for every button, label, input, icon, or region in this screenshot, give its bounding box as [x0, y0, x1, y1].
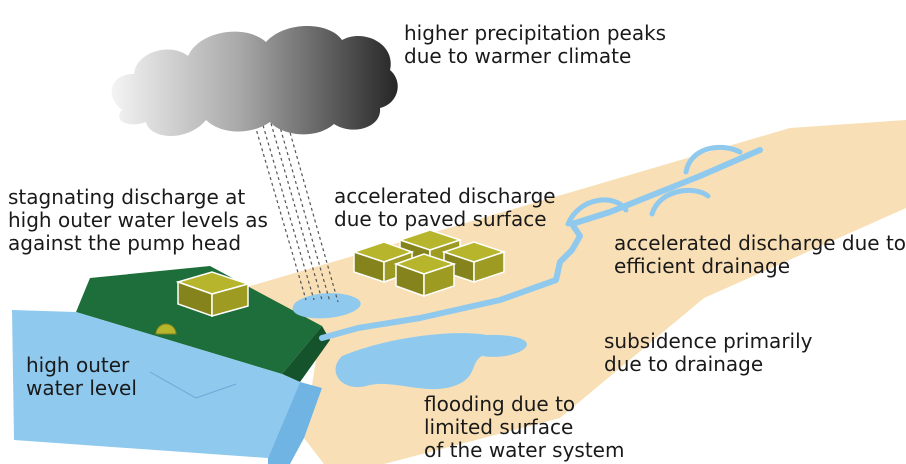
paved-building-front	[393, 253, 457, 298]
label-line: accelerated discharge	[334, 184, 556, 208]
ditch-arc-1	[565, 197, 629, 227]
label-precipitation-peaks: higher precipitation peaks due to warmer…	[404, 22, 666, 68]
label-subsidence: subsidence primarily due to drainage	[604, 330, 813, 376]
ditch-arc-2	[649, 187, 711, 217]
ditch-arc-3	[683, 144, 743, 175]
label-outer-water-level: high outer water level	[26, 354, 137, 400]
label-line: against the pump head	[8, 231, 242, 255]
rain-streaks	[249, 103, 339, 303]
label-line: due to warmer climate	[404, 44, 632, 68]
label-paved-surface: accelerated discharge due to paved surfa…	[334, 185, 556, 231]
flood-lobe	[458, 334, 527, 357]
outer-water-body	[12, 310, 300, 458]
label-line: of the water system	[424, 438, 625, 462]
storm-cloud	[111, 26, 398, 136]
label-line: efficient drainage	[614, 254, 791, 278]
outer-water-shade	[268, 382, 322, 464]
main-canal	[319, 147, 763, 341]
label-line: high outer water levels as	[8, 208, 268, 232]
label-line: accelerated discharge due to	[614, 231, 906, 255]
paved-buildings	[351, 229, 507, 298]
label-line: water level	[26, 376, 137, 400]
label-line: due to drainage	[604, 352, 764, 376]
dike-slope	[282, 326, 330, 382]
label-line: higher precipitation peaks	[404, 21, 667, 45]
outer-water-ripple	[149, 371, 237, 399]
label-stagnating-discharge: stagnating discharge at high outer water…	[8, 186, 268, 255]
pump-outlet	[155, 323, 177, 335]
label-line: subsidence primarily	[604, 329, 813, 353]
label-line: stagnating discharge at	[8, 185, 246, 209]
rain-pond	[292, 293, 361, 319]
label-line: due to paved surface	[334, 207, 547, 231]
label-line: limited surface	[424, 415, 574, 439]
label-line: flooding due to	[424, 392, 576, 416]
flood-area	[335, 333, 495, 390]
dike-top	[76, 266, 322, 374]
label-efficient-drainage: accelerated discharge due to efficient d…	[614, 232, 906, 278]
label-line: high outer	[26, 353, 130, 377]
label-flooding: flooding due to limited surface of the w…	[424, 393, 624, 462]
pump-building	[175, 271, 251, 318]
